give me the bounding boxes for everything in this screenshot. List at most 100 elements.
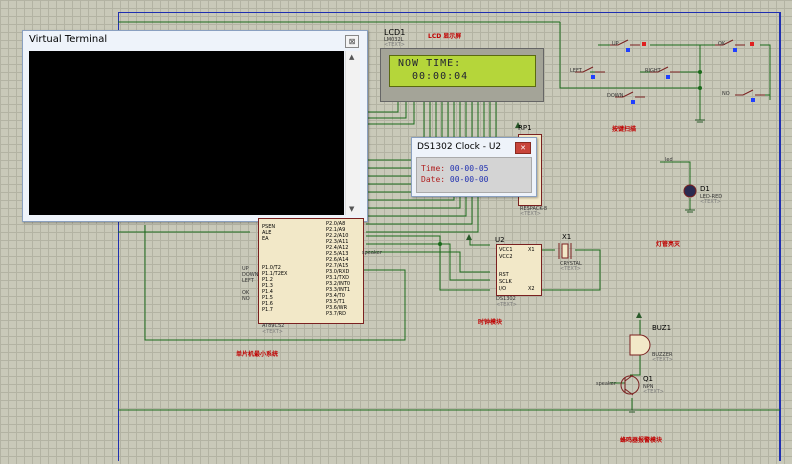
d1-ref: D1 (700, 185, 710, 193)
lcd-line-1: NOW TIME: (398, 58, 462, 69)
buzzer-section-label: 蜂鸣器报警模块 (620, 437, 663, 444)
lcd-display[interactable]: NOW TIME: 00:00:04 (380, 48, 544, 102)
lcd-line-2: 00:00:04 (412, 71, 469, 82)
scroll-down-icon[interactable]: ▼ (349, 205, 355, 213)
ds1302-popup-body: Time: 00-00-05 Date: 00-00-00 (416, 157, 532, 193)
button-label-ok: OK (718, 41, 726, 47)
ds1302-clock-popup[interactable]: DS1302 Clock - U2 ✕ Time: 00-00-05 Date:… (411, 137, 537, 197)
mcu-pin-p35: P3.5/T1 (326, 299, 345, 305)
x1-text-tag: <TEXT> (560, 266, 581, 272)
button-ok-pin-2 (750, 42, 754, 46)
net-label-down: DOWN (242, 272, 259, 278)
led-net-label: led (665, 157, 673, 163)
button-right-pin (666, 75, 670, 79)
mcu-pin-p10: P1.0/T2 (262, 265, 281, 271)
mcu-pin-p24: P2.4/A12 (326, 245, 349, 251)
q1-net-label: speaker (596, 381, 616, 387)
mcu-pin-p17: P1.7 (262, 307, 273, 313)
d1-text-tag: <TEXT> (700, 199, 721, 205)
mcu-pin-p11: P1.1/T2EX (262, 271, 288, 277)
net-label-up: UP (242, 266, 249, 272)
time-label: Time: (421, 164, 446, 173)
mcu-pin-psen: PSEN (262, 224, 276, 230)
clock-section-label: 时钟模块 (478, 319, 503, 326)
mcu-pin-p23: P2.3/A11 (326, 239, 349, 245)
mcu-pin-p21: P2.1/A9 (326, 227, 346, 233)
mcu-pin-p31: P3.1/TXD (326, 275, 349, 281)
buz1-part: BUZZER (652, 352, 673, 358)
button-label-up: UP (612, 41, 619, 47)
sheet-border (118, 12, 781, 461)
mcu-part: AT89C52 (262, 323, 285, 329)
lcd-section-label: LCD 显示屏 (428, 33, 462, 40)
mcu-pin-p22: P2.2/A10 (326, 233, 349, 239)
mcu-pin-p26: P2.6/A14 (326, 257, 349, 263)
mcu-pin-ale: ALE (262, 230, 272, 236)
d1-part: LED-RED (700, 194, 723, 200)
button-label-no: NO (722, 91, 730, 97)
date-value: 00-00-00 (449, 175, 489, 184)
mcu-text-tag: <TEXT> (262, 329, 283, 335)
mcu-pin-p20: P2.0/A8 (326, 221, 346, 227)
button-label-right: RIGHT (645, 68, 661, 74)
net-label-no: NO (242, 296, 250, 302)
close-icon[interactable]: ⊠ (345, 35, 359, 48)
button-ok-pin (733, 48, 737, 52)
mcu-pin-p34: P3.4/T0 (326, 293, 345, 299)
button-down-pin (631, 100, 635, 104)
mcu-pin-p25: P2.5/A13 (326, 251, 349, 257)
q1-ref: Q1 (643, 375, 653, 383)
rp1-text-tag: <TEXT> (520, 211, 541, 217)
u2-pin-io: I/O (499, 286, 507, 292)
mcu-pin-p32: P3.2/INT0 (326, 281, 351, 287)
scroll-up-icon[interactable]: ▲ (349, 53, 355, 61)
u2-part: DS1302 (496, 296, 516, 302)
virtual-terminal-title: Virtual Terminal (29, 34, 108, 45)
button-label-left: LEFT (570, 68, 582, 74)
button-left-pin (591, 75, 595, 79)
mcu-pin-p12: P1.2 (262, 277, 273, 283)
rp1-part: RESPACK-8 (520, 206, 548, 212)
rp1-ref: RP1 (518, 124, 532, 132)
button-up-pin-2 (642, 42, 646, 46)
button-no-pin (751, 98, 755, 102)
x1-part: CRYSTAL (560, 261, 582, 267)
ds1302-popup-title: DS1302 Clock - U2 (417, 142, 502, 152)
terminal-scrollbar[interactable]: ▲ ▼ (345, 51, 360, 215)
u2-ref: U2 (495, 236, 505, 244)
date-label: Date: (421, 175, 446, 184)
mcu-pin-p16: P1.6 (262, 301, 273, 307)
u2-pin-vcc2: VCC2 (499, 254, 513, 260)
led-section-label: 灯管亮灭 (656, 241, 681, 248)
u2-pin-rst: RST (499, 272, 509, 278)
mcu-section-label: 单片机最小系统 (236, 351, 279, 358)
q1-part: NPN (643, 384, 654, 390)
mcu-pin-p37: P3.7/RD (326, 311, 346, 317)
ds1302-chip[interactable] (496, 244, 542, 296)
net-label-ok: OK (242, 290, 250, 296)
u2-pin-sclk: SCLK (499, 279, 512, 285)
mcu-pin-p15: P1.5 (262, 295, 273, 301)
mcu-pin-p30: P3.0/RXD (326, 269, 350, 275)
q1-text-tag: <TEXT> (643, 389, 664, 395)
mcu-pin-p36: P3.6/WR (326, 305, 348, 311)
lcd-screen: NOW TIME: 00:00:04 (389, 55, 536, 87)
lcd-text-tag: <TEXT> (384, 42, 405, 48)
time-value: 00-00-05 (449, 164, 489, 173)
lcd-ref: LCD1 (384, 28, 406, 37)
mcu-pin-ea: EA (262, 236, 269, 242)
net-label-speaker: speaker (362, 250, 382, 256)
terminal-screen[interactable] (29, 51, 344, 215)
buttons-section-label: 按键扫描 (612, 126, 637, 133)
u2-pin-x1: X1 (528, 247, 535, 253)
net-label-left: LEFT (242, 278, 254, 284)
mcu-pin-p13: P1.3 (262, 283, 273, 289)
u2-text-tag: <TEXT> (496, 302, 517, 308)
button-label-down: DOWN (607, 93, 624, 99)
mcu-pin-p33: P3.3/INT1 (326, 287, 351, 293)
close-icon[interactable]: ✕ (515, 142, 531, 154)
virtual-terminal-window[interactable]: Virtual Terminal ⊠ ▲ ▼ (22, 30, 368, 222)
mcu-chip[interactable] (258, 218, 364, 324)
mcu-pin-p14: P1.4 (262, 289, 273, 295)
u2-pin-vcc1: VCC1 (499, 247, 513, 253)
